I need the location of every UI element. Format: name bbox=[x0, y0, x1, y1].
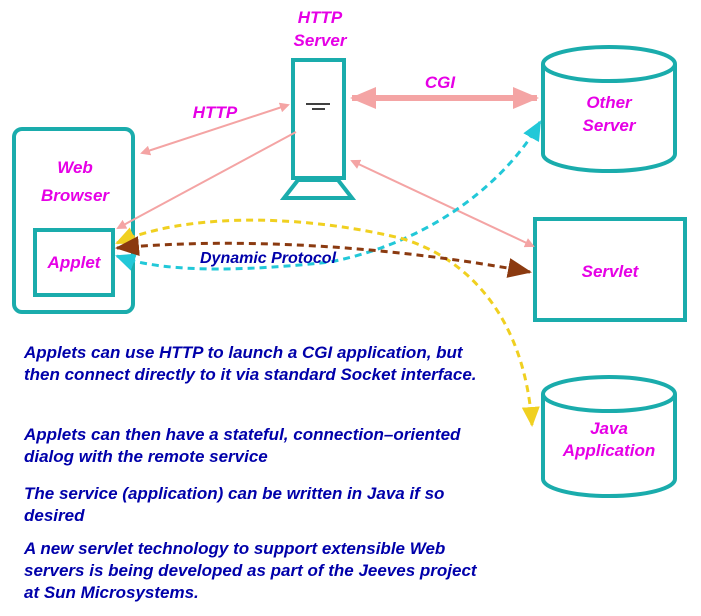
cyan-dashed-link bbox=[115, 120, 542, 271]
http-server-node bbox=[279, 58, 357, 200]
java-application-label-line2: Application bbox=[562, 441, 656, 460]
brown-dashed-link bbox=[115, 236, 532, 278]
http-server-label-line2: Server bbox=[294, 31, 348, 50]
web-browser-node bbox=[12, 127, 135, 314]
bullet-text-2: Applets can then have a stateful, connec… bbox=[24, 425, 461, 466]
bullet-text-3: The service (application) can be written… bbox=[24, 484, 445, 525]
bullet-text-4: A new servlet technology to support exte… bbox=[24, 539, 477, 602]
bullet-text-1: Applets can use HTTP to launch a CGI app… bbox=[24, 343, 477, 384]
applet-node bbox=[33, 228, 115, 297]
http-label: HTTP bbox=[193, 103, 238, 122]
java-application-label-line1: Java bbox=[590, 419, 628, 438]
cgi-label: CGI bbox=[425, 73, 457, 92]
dynamic-protocol-label: Dynamic Protocol bbox=[200, 250, 337, 267]
other-server-label-line2: Server bbox=[583, 116, 637, 135]
web-browser-label-line1: Web bbox=[57, 158, 93, 177]
applet-label: Applet bbox=[47, 253, 102, 272]
web-browser-label-line2: Browser bbox=[41, 186, 110, 205]
yellow-dashed-link bbox=[115, 218, 540, 427]
other-server-label-line1: Other bbox=[586, 93, 633, 112]
java-application-node bbox=[541, 375, 677, 498]
http-arrow-server-to-applet bbox=[116, 131, 297, 229]
servlet-label: Servlet bbox=[582, 262, 640, 281]
other-server-node bbox=[541, 45, 677, 173]
http-server-label-line1: HTTP bbox=[298, 8, 343, 27]
